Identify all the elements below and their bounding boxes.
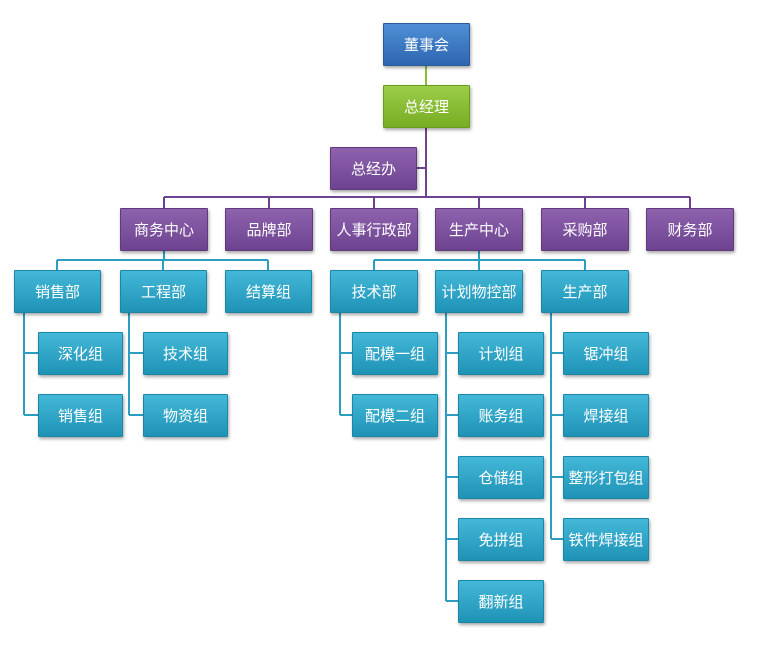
node-manufacturing-dept: 生产部	[541, 270, 629, 313]
node-sales-group: 销售组	[38, 394, 123, 437]
node-brand-dept: 品牌部	[225, 208, 313, 251]
node-purchasing-dept: 采购部	[541, 208, 629, 251]
node-iron-welding-group: 铁件焊接组	[563, 518, 649, 561]
node-technical-group: 技术组	[143, 332, 228, 375]
node-production-center: 生产中心	[435, 208, 523, 251]
node-engineering-dept: 工程部	[120, 270, 207, 313]
node-general-manager: 总经理	[383, 85, 470, 128]
node-finance-dept: 财务部	[646, 208, 734, 251]
node-accounts-group: 账务组	[458, 394, 544, 437]
node-settlement-group: 结算组	[225, 270, 312, 313]
node-materials-group: 物资组	[143, 394, 228, 437]
node-welding-group: 焊接组	[563, 394, 649, 437]
node-planning-group: 计划组	[458, 332, 544, 375]
node-sales-dept: 销售部	[14, 270, 101, 313]
node-mold-group-1: 配模一组	[352, 332, 438, 375]
node-board: 董事会	[383, 23, 470, 66]
node-saw-punch-group: 锯冲组	[563, 332, 649, 375]
node-deepening-group: 深化组	[38, 332, 123, 375]
node-no-splice-group: 免拼组	[458, 518, 544, 561]
node-gm-office: 总经办	[330, 147, 417, 190]
node-warehouse-group: 仓储组	[458, 456, 544, 499]
node-hr-admin-dept: 人事行政部	[330, 208, 418, 251]
node-tech-dept: 技术部	[330, 270, 418, 313]
node-shaping-packing-group: 整形打包组	[563, 456, 649, 499]
node-planning-control-dept: 计划物控部	[435, 270, 523, 313]
node-mold-group-2: 配模二组	[352, 394, 438, 437]
node-refurbish-group: 翻新组	[458, 580, 544, 623]
node-business-center: 商务中心	[120, 208, 208, 251]
